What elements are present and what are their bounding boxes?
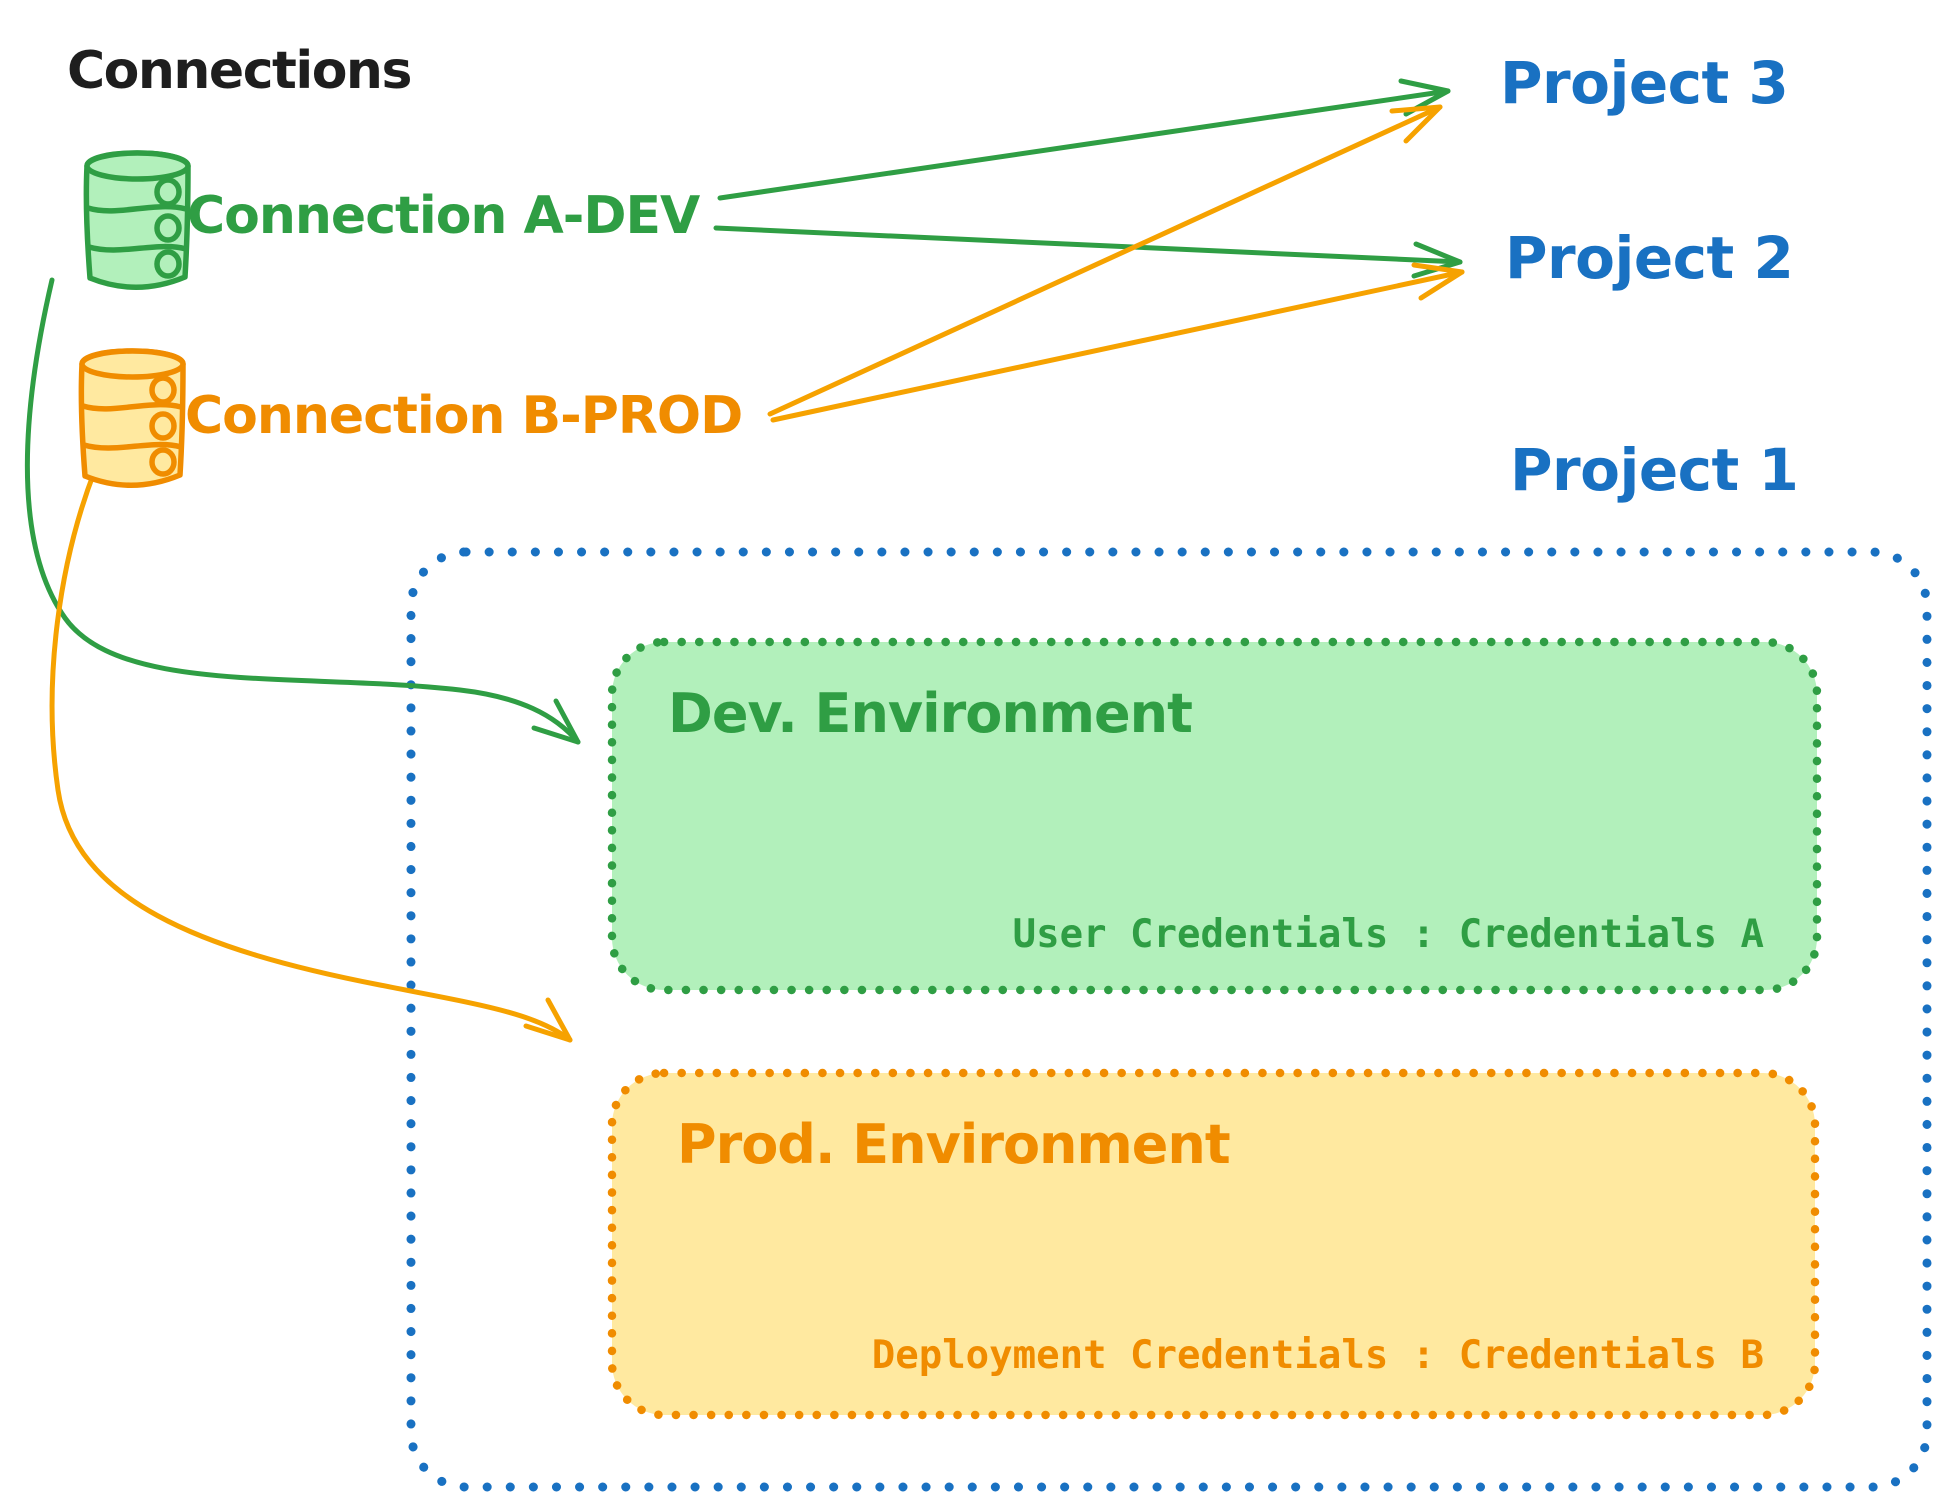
a-dev-database-icon (83, 150, 191, 290)
arrow-a-dev-to-project3 (717, 78, 1451, 201)
dev-environment-title: Dev. Environment (668, 682, 1192, 745)
project1-label: Project 1 (1510, 436, 1798, 504)
prod-environment-title: Prod. Environment (677, 1113, 1230, 1176)
dev-environment-border (607, 637, 1822, 995)
arrow-b-prod-to-prod-environment (49, 467, 573, 1043)
prod-environment-border (607, 1068, 1820, 1420)
dev-environment-box: Dev. Environment User Credentials : Cred… (607, 637, 1822, 995)
arrow-b-prod-to-project2 (770, 262, 1465, 423)
b-prod-database-icon (78, 348, 186, 488)
connection-a-dev-label: Connection A-DEV (187, 186, 700, 246)
prod-environment-box: Prod. Environment Deployment Credentials… (607, 1068, 1820, 1420)
project3-label: Project 3 (1500, 49, 1788, 117)
diagram-title: Connections (67, 41, 411, 101)
arrow-a-dev-to-dev-environment (24, 277, 581, 745)
project2-label: Project 2 (1505, 224, 1793, 292)
arrow-b-prod-to-project3 (767, 104, 1443, 417)
dev-environment-fill (612, 642, 1817, 990)
connection-b-prod-label: Connection B-PROD (185, 386, 742, 446)
dev-environment-credentials: User Credentials : Credentials A (1013, 912, 1764, 957)
prod-environment-credentials: Deployment Credentials : Credentials B (872, 1333, 1764, 1378)
prod-environment-fill (612, 1073, 1815, 1415)
